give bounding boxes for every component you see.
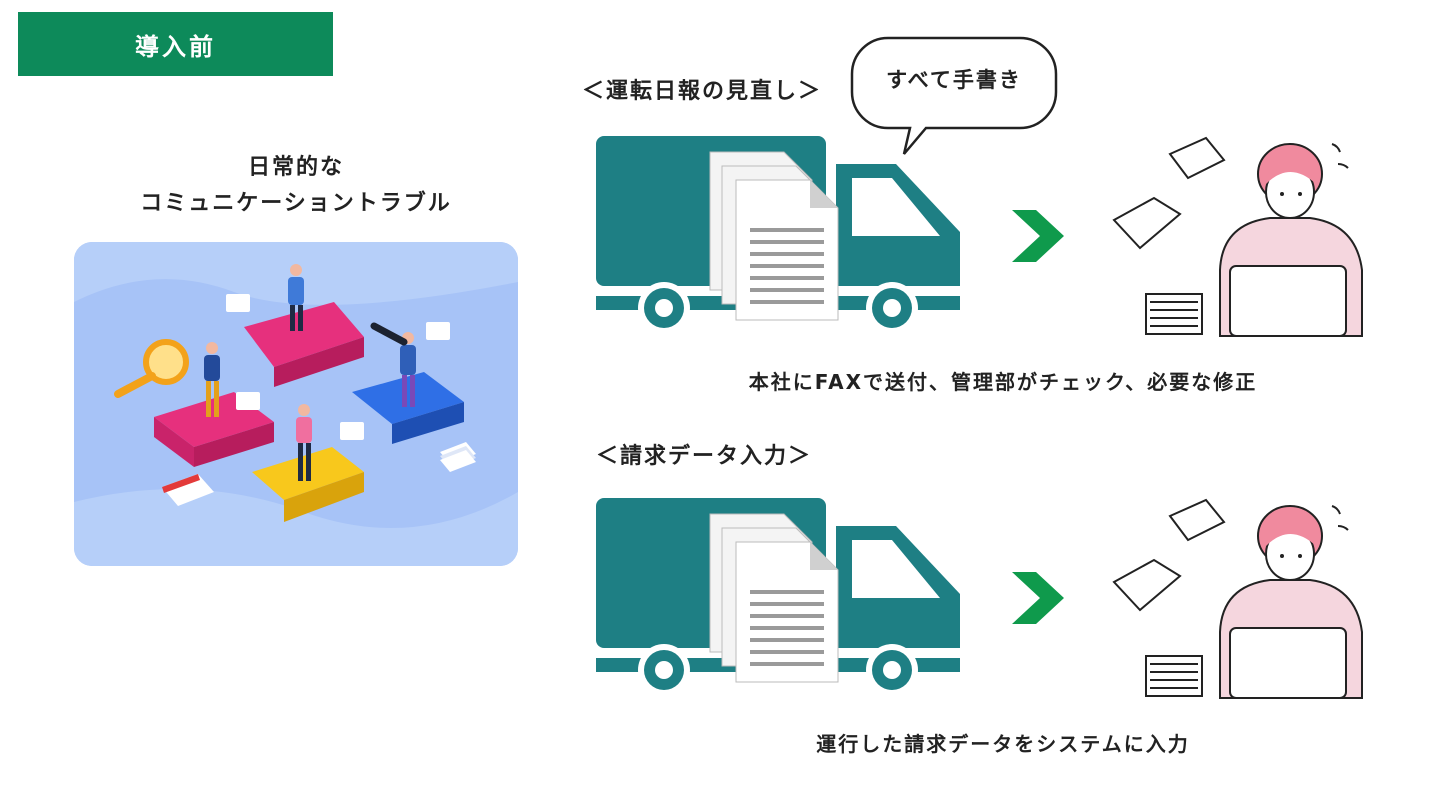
page-badge: 導入前 [18, 12, 333, 76]
flying-paper-icon [1112, 498, 1226, 612]
magnifier-icon [143, 339, 189, 385]
chat-bubble-icon [426, 322, 450, 340]
flying-paper-icon [1112, 136, 1226, 250]
paper-stack-icon [1145, 293, 1203, 335]
calendar-icon [162, 474, 214, 506]
left-title: 日常的な コミュニケーショントラブル [74, 150, 518, 222]
document-stack-icon [709, 513, 839, 683]
section2-heading: ＜請求データ入力＞ [596, 444, 813, 469]
chevron-right-icon [1012, 210, 1064, 262]
chat-bubble-icon [236, 392, 260, 410]
section2-caption: 運行した請求データをシステムに入力 [816, 732, 1190, 756]
badge-label: 導入前 [135, 32, 216, 61]
team-puzzle-illustration [74, 242, 518, 566]
puzzle-piece-magenta-top [244, 302, 364, 367]
puzzle-piece-blue [352, 372, 464, 424]
document-stack-icon [440, 442, 476, 472]
section1-caption: 本社にFAXで送付、管理部がチェック、必要な修正 [748, 370, 1258, 394]
truck-icon [596, 498, 960, 698]
paper-stack-icon [1145, 655, 1203, 697]
chat-bubble-icon [226, 294, 250, 312]
person-figure [288, 264, 304, 331]
worker-at-laptop-icon [1110, 130, 1370, 340]
chevron-right-icon [1012, 572, 1064, 624]
truck-icon [596, 136, 960, 336]
left-title-line1: 日常的な [247, 155, 344, 180]
person-figure [204, 342, 220, 417]
worker-at-laptop-icon [1110, 492, 1370, 702]
left-title-line2: コミュニケーショントラブル [140, 191, 452, 216]
bubble-text: すべて手書き [886, 68, 1022, 92]
person-figure [296, 404, 312, 481]
person-figure [370, 322, 416, 407]
chat-bubble-icon [340, 422, 364, 440]
speech-bubble-icon: すべて手書き [848, 34, 1060, 158]
document-stack-icon [709, 151, 839, 321]
section1-heading: ＜運転日報の見直し＞ [582, 79, 823, 104]
